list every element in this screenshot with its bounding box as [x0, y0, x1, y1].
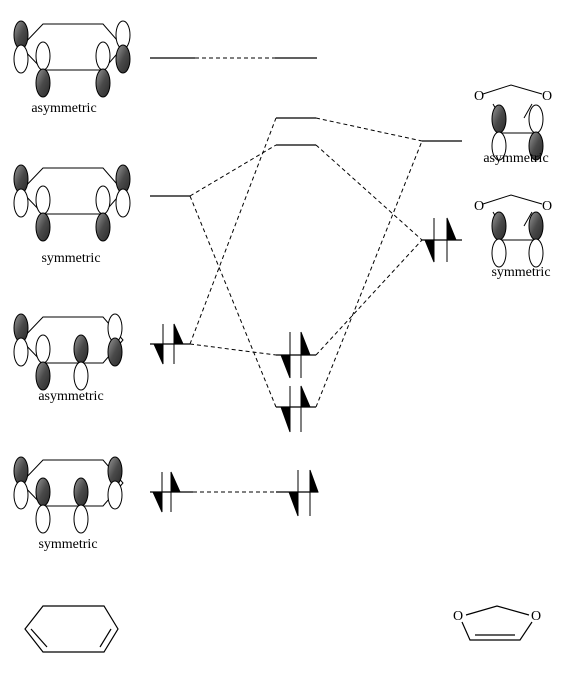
electron-pairs	[152, 217, 457, 517]
correlation-lines	[189, 57, 423, 493]
electron-pair-psi1	[152, 471, 181, 513]
psi3-symmetry-label: symmetric	[41, 251, 100, 266]
dioxole-skeleton-oxygen-left: O	[453, 609, 463, 624]
right-lower-symmetry-label: symmetric	[491, 265, 550, 280]
electron-pair-mid-sigma-1	[280, 331, 311, 379]
electron-pair-right-sym	[424, 217, 457, 263]
dioxole-upper-oxygen-right: O	[542, 89, 552, 104]
dioxole-symmetric-orbital	[482, 194, 544, 268]
psi1-symmetry-label: symmetric	[38, 537, 97, 552]
dioxole-upper-oxygen-left: O	[474, 89, 484, 104]
electron-pair-mid-pi	[288, 469, 319, 517]
hexatriene-skeleton	[24, 605, 119, 653]
hexatriene-psi2-orbital	[13, 313, 124, 391]
hexatriene-psi4-orbital	[13, 20, 131, 98]
dioxole-lower-oxygen-right: O	[542, 199, 552, 214]
dioxole-asymmetric-orbital	[482, 84, 544, 161]
hexatriene-psi1-orbital	[13, 456, 124, 534]
dioxole-skeleton	[461, 605, 533, 641]
electron-pair-psi2	[153, 323, 184, 365]
hexatriene-psi3-orbital	[13, 164, 131, 242]
electron-pair-mid-sigma-2	[280, 385, 311, 433]
psi2-symmetry-label: asymmetric	[38, 389, 103, 404]
dioxole-skeleton-oxygen-right: O	[531, 609, 541, 624]
dioxole-lower-oxygen-left: O	[474, 199, 484, 214]
psi4-symmetry-label: asymmetric	[31, 101, 96, 116]
right-upper-symmetry-label: asymmetric	[483, 151, 548, 166]
energy-levels	[150, 57, 462, 493]
